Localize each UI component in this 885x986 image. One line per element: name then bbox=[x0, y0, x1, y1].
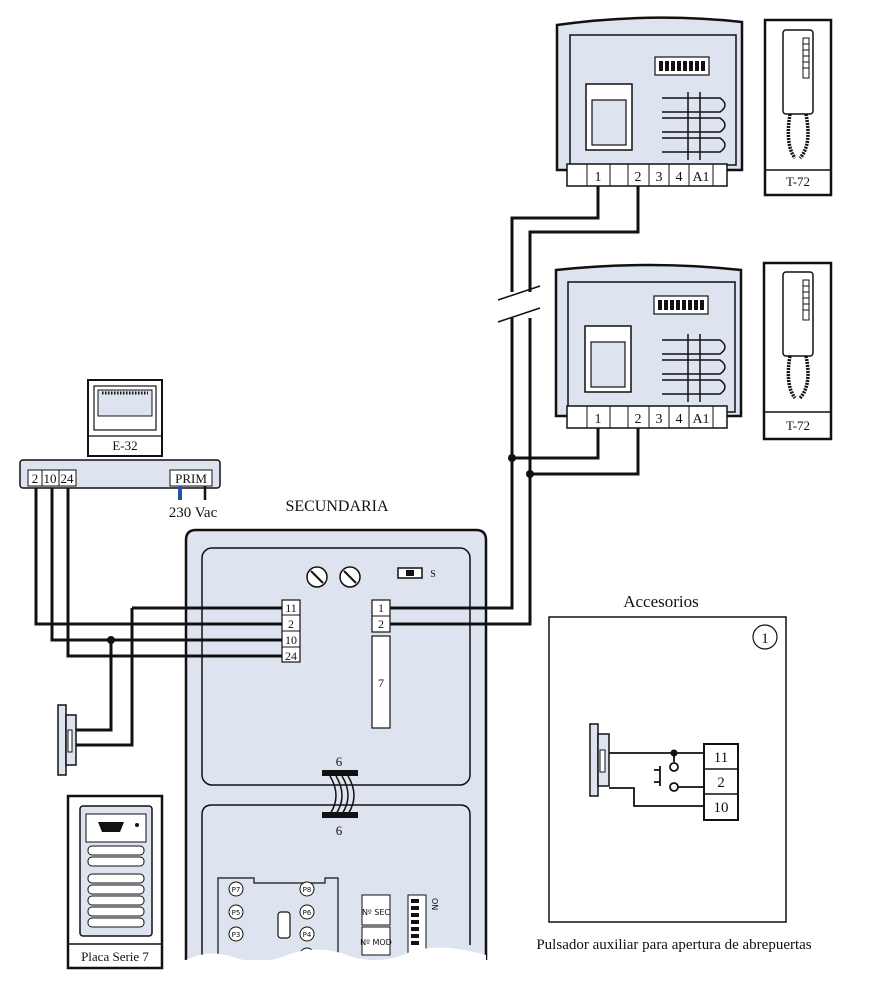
monitor-top-terminal-2: 2 bbox=[635, 170, 642, 185]
panel-label: Placa Serie 7 bbox=[81, 949, 149, 964]
monitor-top-terminal-3: 3 bbox=[656, 170, 663, 185]
monitor-top-terminal-4: 4 bbox=[676, 170, 683, 185]
sec-terminal-11: 11 bbox=[285, 601, 297, 615]
monitor-bottom-terminal-a1: A1 bbox=[692, 412, 709, 427]
sec-terminal-24: 24 bbox=[285, 649, 297, 663]
btn-p7: P7 bbox=[232, 886, 241, 894]
psu-terminal-2: 2 bbox=[32, 471, 39, 486]
sec-strip-label: 7 bbox=[378, 676, 384, 690]
dip-on-label: ON bbox=[430, 898, 439, 910]
acc-terminal-2: 2 bbox=[717, 775, 725, 791]
connector-top-label: 6 bbox=[336, 754, 343, 769]
sec-bus-terminal-2: 2 bbox=[378, 617, 384, 631]
btn-p8: P8 bbox=[303, 886, 312, 894]
monitor-top-terminal-a1: A1 bbox=[692, 170, 709, 185]
handset-bottom: T-72 bbox=[762, 261, 833, 441]
handset-top-label: T-72 bbox=[786, 174, 810, 189]
accessories-number: 1 bbox=[761, 631, 769, 647]
btn-p4: P4 bbox=[303, 931, 312, 939]
monitor-top-terminal-1: 1 bbox=[595, 170, 602, 185]
btn-p3: P3 bbox=[232, 931, 241, 939]
monitor-bottom-terminal-3: 3 bbox=[656, 412, 663, 427]
psu-terminal-10: 10 bbox=[44, 471, 57, 486]
monitor-bottom-terminal-1: 1 bbox=[595, 412, 602, 427]
btn-p6: P6 bbox=[303, 909, 312, 917]
secondary-title: SECUNDARIA bbox=[285, 498, 389, 515]
psu-prim-label: PRIM bbox=[175, 471, 207, 486]
wiring bbox=[34, 186, 640, 747]
sec-bus-terminal-1: 1 bbox=[378, 601, 384, 615]
psu-voltage: 230 Vac bbox=[169, 505, 218, 521]
secondary-module: S 11 2 10 24 1 2 7 6 6 P7 P5 P3 P8 P6 P4 bbox=[184, 528, 488, 986]
sec-terminal-2: 2 bbox=[288, 617, 294, 631]
acc-terminal-11: 11 bbox=[714, 750, 728, 766]
accessories-title: Accesorios bbox=[623, 592, 699, 611]
switch-label: S bbox=[430, 569, 436, 580]
monitor-bottom: 1 2 3 4 A1 bbox=[554, 263, 743, 429]
nmod-label: Nº MOD bbox=[360, 938, 392, 947]
handset-bottom-label: T-72 bbox=[786, 418, 810, 433]
accessories-caption: Pulsador auxiliar para apertura de abrep… bbox=[536, 937, 811, 953]
nsec-label: Nº SEC bbox=[362, 908, 390, 917]
acc-terminal-10: 10 bbox=[714, 800, 729, 816]
door-lock-icon bbox=[57, 704, 77, 776]
power-supply: E-32 2 10 24 PRIM 230 Vac bbox=[19, 379, 221, 521]
connector-bottom-label: 6 bbox=[336, 823, 343, 838]
monitor-top: 1 2 3 4 A1 bbox=[555, 16, 744, 187]
psu-terminal-24: 24 bbox=[61, 471, 75, 486]
handset-top: T-72 bbox=[763, 18, 833, 197]
panel-placa: Placa Serie 7 bbox=[66, 794, 164, 970]
power-supply-label: E-32 bbox=[112, 438, 137, 453]
monitor-bottom-terminal-4: 4 bbox=[676, 412, 683, 427]
btn-p5: P5 bbox=[232, 909, 241, 917]
monitor-bottom-terminal-2: 2 bbox=[635, 412, 642, 427]
accessories-box: 1 11 2 10 bbox=[548, 616, 787, 923]
sec-terminal-10: 10 bbox=[285, 633, 297, 647]
